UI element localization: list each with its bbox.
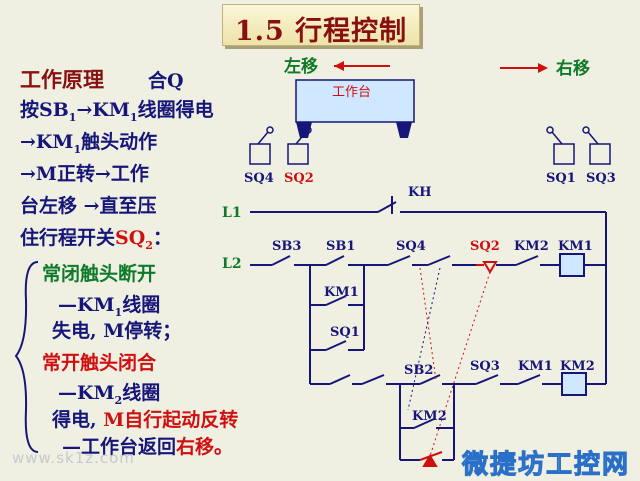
line5-sub: 2	[145, 238, 153, 252]
km2-coil-label: KM2	[560, 359, 595, 374]
line1-sub2: 1	[129, 110, 138, 124]
line2-pre: →KM	[20, 131, 74, 153]
left-move-label: 左移	[284, 56, 318, 77]
km1-contact-label: KM1	[324, 285, 359, 300]
mechanical-links	[419, 267, 491, 457]
line1-mid: →KM	[76, 99, 130, 121]
sq2-label: SQ2	[470, 239, 500, 254]
line1: 按SB1→KM1线圈得电	[20, 95, 214, 124]
sq2-highlight-contact	[419, 261, 498, 467]
line5: 住行程开关SQ2：	[20, 223, 172, 252]
table-right-cam	[396, 122, 412, 138]
nc-line2-post: ；	[162, 320, 182, 342]
line4: 台左移 →直至压	[20, 195, 157, 217]
no-line2-m: M自行起动反转	[103, 409, 239, 431]
nc-line1-sub: 1	[114, 305, 123, 319]
sb3-label: SB3	[272, 239, 301, 254]
l2-label: L2	[222, 256, 242, 272]
left-arrowhead-icon	[334, 61, 344, 71]
no-line2: 得电, M自行起动反转	[52, 405, 238, 432]
line1-sub1: 1	[68, 110, 77, 124]
line5-pre: 住行程开关	[20, 227, 116, 249]
km1-coil-label: KM1	[558, 239, 593, 254]
no-heading: 常开触头闭合	[42, 352, 157, 374]
page-title: 1.5 行程控制	[234, 16, 408, 47]
sq1-table-label: SQ1	[546, 171, 576, 186]
km2-contact-label: KM2	[412, 409, 447, 424]
km1-bottom-label: KM1	[518, 359, 553, 374]
nc-line1: —KM1线圈	[58, 290, 160, 319]
nc-heading: 常闭触头断开	[42, 263, 157, 285]
table-label: 工作台	[332, 85, 371, 100]
no-line1: —KM2线圈	[58, 378, 160, 407]
no-line1-sub: 2	[114, 393, 123, 407]
sq4-label: SQ4	[396, 239, 426, 254]
sq3-table-label: SQ3	[586, 171, 616, 186]
line2-sub: 1	[73, 142, 82, 156]
no-line1-post: 线圈	[122, 382, 161, 404]
close-q-text: 合Q	[148, 70, 184, 92]
line5-post: ：	[152, 227, 172, 249]
right-move-label: 右移	[556, 58, 590, 79]
sq3-label: SQ3	[470, 359, 500, 374]
watermark-right: 微捷坊工控网	[461, 450, 631, 481]
table-body	[295, 79, 415, 123]
title-box: 1.5 行程控制	[222, 4, 420, 47]
limit-switch-row	[249, 126, 611, 165]
sq1-label: SQ1	[330, 325, 360, 340]
line5-sq: SQ	[115, 227, 146, 249]
no-line1-pre: —KM	[58, 382, 115, 404]
principle-heading: 工作原理	[20, 67, 104, 92]
bracket	[14, 261, 39, 453]
no-line2-pre: 得电,	[52, 409, 104, 431]
sb1-label: SB1	[326, 239, 355, 254]
no-line3-post: 右移。	[176, 436, 234, 458]
nc-line2-m: M停转	[103, 320, 163, 342]
nc-line2: 失电, M停转；	[52, 316, 181, 343]
kh-label: KH	[408, 185, 432, 200]
km2-coil	[561, 372, 587, 396]
line1-pre: 按SB	[20, 99, 69, 121]
no-line3: —工作台返回右移。	[62, 432, 233, 459]
mechanical-links-blue	[407, 267, 441, 411]
work-table: 左移 右移 工作台	[284, 56, 590, 138]
nc-line1-pre: —KM	[58, 294, 115, 316]
right-arrowhead-icon	[538, 63, 548, 73]
l1-label: L1	[222, 205, 242, 221]
nc-line2-pre: 失电,	[52, 320, 104, 342]
line2-post: 触头动作	[81, 131, 158, 153]
line1-post: 线圈得电	[137, 99, 214, 121]
sb2-label: SB2	[404, 363, 433, 378]
sq2-table-label: SQ2	[284, 171, 314, 186]
watermark-left: www.sk1z.com	[12, 449, 135, 467]
wiring	[250, 196, 607, 461]
sq4-table-label: SQ4	[244, 171, 274, 186]
no-line3-pre: —工作台返回	[62, 436, 177, 458]
table-left-cam	[296, 122, 312, 138]
nc-line1-post: 线圈	[122, 294, 161, 316]
line3: →M正转→工作	[20, 163, 149, 185]
line2: →KM1触头动作	[20, 127, 157, 156]
km2-top-label: KM2	[514, 239, 549, 254]
km1-coil	[559, 253, 585, 277]
